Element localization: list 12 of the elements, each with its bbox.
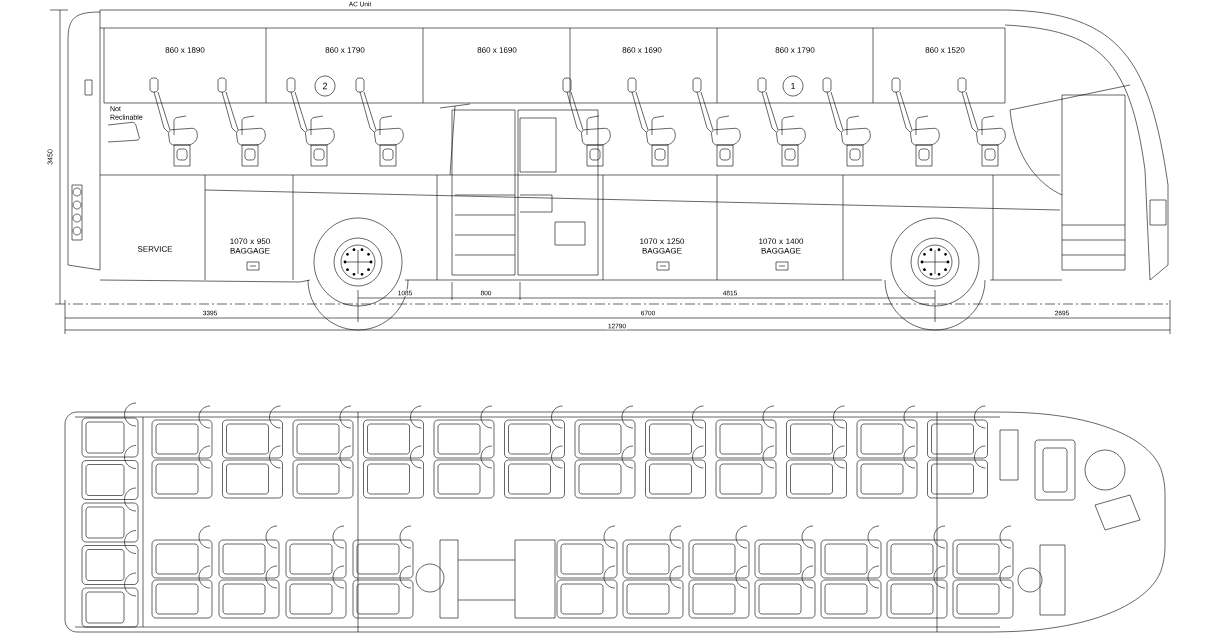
window-size-label: 860 x 1520	[925, 47, 965, 53]
compartment-label: 1070 x 950 BAGGAGE	[230, 238, 270, 254]
window-size-label: 860 x 1790	[325, 47, 365, 53]
callout-number: 2	[314, 75, 336, 97]
compartment-label: 1070 x 1400 BAGGAGE	[759, 238, 804, 254]
window-size-label: 860 x 1890	[165, 47, 205, 53]
compartment-label: SERVICE	[137, 246, 173, 252]
window-size-label: 860 x 1790	[775, 47, 815, 53]
window-size-label: 860 x 1690	[477, 47, 517, 53]
callout-number: 1	[782, 75, 804, 97]
window-size-label: 860 x 1690	[622, 47, 662, 53]
compartment-label: 1070 x 1250 BAGGAGE	[640, 238, 685, 254]
